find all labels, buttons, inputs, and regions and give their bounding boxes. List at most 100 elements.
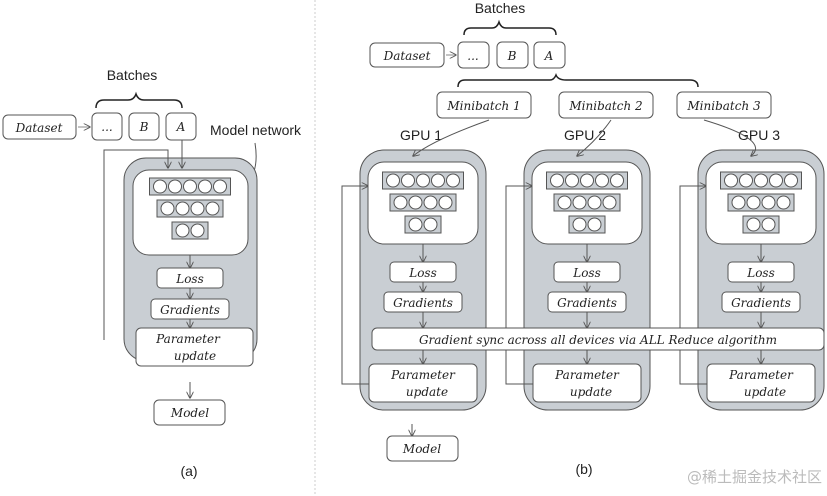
batch-label-b-0: ... xyxy=(467,49,478,63)
neuron xyxy=(565,173,579,188)
feedback-loop-1 xyxy=(341,186,369,385)
batch-box-a-0 xyxy=(91,112,123,141)
panel-a: Batches Dataset ... B A Model network Lo… xyxy=(2,67,302,479)
network-layers-a xyxy=(149,177,231,240)
minibatch-label-3: Minibatch 3 xyxy=(686,99,761,113)
gpu-label-3: GPU 3 xyxy=(738,127,780,143)
neuron xyxy=(724,173,738,188)
minibatch-box-2 xyxy=(558,91,654,119)
dataset-box-a xyxy=(2,114,77,140)
model-label-a: Model xyxy=(170,406,209,420)
neuron xyxy=(416,173,430,188)
neuron xyxy=(423,195,438,210)
network-layer xyxy=(389,193,457,212)
neuron xyxy=(572,217,587,232)
neuron xyxy=(153,179,167,194)
caption-a: (a) xyxy=(180,463,197,479)
neuron xyxy=(183,179,197,194)
minibatch-box-1 xyxy=(436,91,532,119)
caption-b: (b) xyxy=(575,461,592,477)
neuron xyxy=(550,173,564,188)
neuron xyxy=(602,195,617,210)
dataset-box-b xyxy=(369,42,445,68)
feedback-loop-2 xyxy=(505,186,533,385)
gradients-label-2: Gradients xyxy=(557,296,617,310)
network-layer xyxy=(727,193,795,212)
neuron xyxy=(595,173,609,188)
batches-brace-b xyxy=(463,19,557,36)
neuron xyxy=(198,179,212,194)
batches-label-b: Batches xyxy=(475,0,526,16)
param-update-box-1 xyxy=(368,363,478,403)
neuron xyxy=(175,223,190,238)
batches-label-a: Batches xyxy=(107,67,158,83)
batch-label-a-0: ... xyxy=(101,120,112,134)
sync-label: Gradient sync across all devices via ALL… xyxy=(419,333,777,347)
minibatch-pointer-2 xyxy=(577,119,612,156)
network-layer xyxy=(553,193,621,212)
neuron xyxy=(213,179,227,194)
neuron xyxy=(754,173,768,188)
neuron xyxy=(190,201,205,216)
batch-box-b-0 xyxy=(457,41,490,69)
param-update-box-2 xyxy=(532,363,642,403)
feedback-loop-a xyxy=(103,149,168,340)
minibatch-pointer-3 xyxy=(703,119,756,156)
minibatch-label-2: Minibatch 2 xyxy=(568,99,642,113)
dataset-label-b: Dataset xyxy=(383,49,431,63)
batch-label-a-1: B xyxy=(139,120,149,134)
batch-box-a-1 xyxy=(128,112,160,141)
neuron xyxy=(580,173,594,188)
loss-label-2: Loss xyxy=(572,266,601,280)
batches-brace-a xyxy=(95,91,183,109)
minibatch-label-1: Minibatch 1 xyxy=(446,99,520,113)
neuron xyxy=(446,173,460,188)
neuron xyxy=(393,195,408,210)
gradients-label-3: Gradients xyxy=(731,296,791,310)
batch-box-b-1 xyxy=(496,41,529,69)
minibatch-pointer-1 xyxy=(413,119,490,156)
neuron xyxy=(572,195,587,210)
neuron xyxy=(784,173,798,188)
param-update-label: Parameter xyxy=(554,368,620,382)
neuron xyxy=(401,173,415,188)
neuron xyxy=(408,217,423,232)
neuron xyxy=(205,201,220,216)
param-update-label: Parameter xyxy=(390,368,456,382)
neuron xyxy=(739,173,753,188)
neuron xyxy=(769,173,783,188)
feedback-loop-3 xyxy=(679,186,707,385)
neuron xyxy=(557,195,572,210)
neuron xyxy=(746,217,761,232)
loss-label-1: Loss xyxy=(408,266,437,280)
batch-label-b-1: B xyxy=(507,49,517,63)
neuron xyxy=(438,195,453,210)
loss-label-a: Loss xyxy=(175,272,204,286)
minibatch-brace xyxy=(457,72,699,88)
gpu-label-2: GPU 2 xyxy=(564,127,606,143)
model-network-label: Model network xyxy=(210,122,302,138)
neuron xyxy=(160,201,175,216)
neuron xyxy=(423,217,438,232)
neuron xyxy=(168,179,182,194)
param-update-box-a xyxy=(135,327,254,367)
watermark: @稀土掘金技术社区 xyxy=(687,468,822,486)
param-update-label-a-0: Parameter xyxy=(155,332,221,346)
neuron xyxy=(386,173,400,188)
neuron xyxy=(731,195,746,210)
param-update-box-3 xyxy=(706,363,816,403)
neuron xyxy=(431,173,445,188)
sync-box xyxy=(371,327,825,351)
network-layer xyxy=(156,199,224,218)
neuron xyxy=(587,195,602,210)
param-update-label: update xyxy=(406,385,448,399)
param-update-label: update xyxy=(570,385,612,399)
neuron xyxy=(761,217,776,232)
batch-label-a-2: A xyxy=(176,120,186,134)
